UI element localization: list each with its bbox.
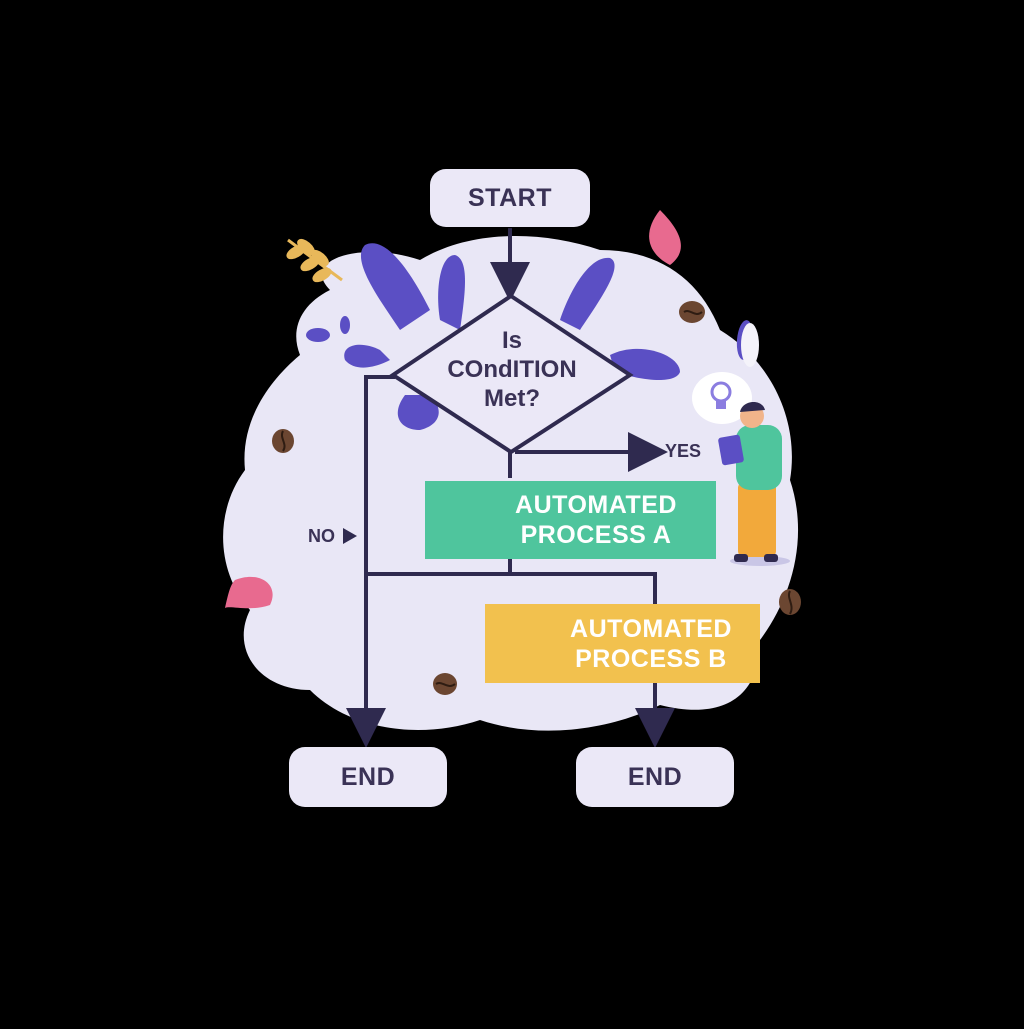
end-right-label: END: [627, 762, 683, 791]
process-b-line-2: PROCESS B: [575, 644, 727, 673]
decision-diamond: [389, 293, 634, 455]
start-label: START: [468, 183, 552, 212]
wheat-icon: [286, 238, 343, 283]
end-left-label: END: [340, 762, 396, 791]
decision-text: Is COndITION Met?: [430, 326, 594, 413]
process-a-line-2: PROCESS A: [520, 521, 672, 549]
end-node-left: END: [289, 747, 447, 807]
no-arrow-icon: [343, 528, 357, 544]
water-drop-icon: [741, 323, 759, 367]
process-b-line-1: AUTOMATED: [570, 614, 732, 643]
end-node-right: END: [576, 747, 734, 807]
process-b-box: AUTOMATED PROCESS B: [485, 604, 760, 683]
start-node: START: [430, 169, 590, 227]
no-label: NO: [308, 526, 335, 546]
process-a-box: AUTOMATED PROCESS A: [425, 481, 716, 559]
decision-line-3: Met?: [484, 385, 540, 412]
process-a-line-1: AUTOMATED: [515, 491, 677, 519]
lightbulb-icon: [692, 372, 752, 424]
person-with-tablet: [718, 401, 790, 566]
yes-label: YES: [665, 441, 702, 461]
decision-line-2: COndITION: [447, 356, 577, 383]
leaf-icon: [225, 210, 681, 609]
decision-line-1: Is: [501, 327, 522, 354]
